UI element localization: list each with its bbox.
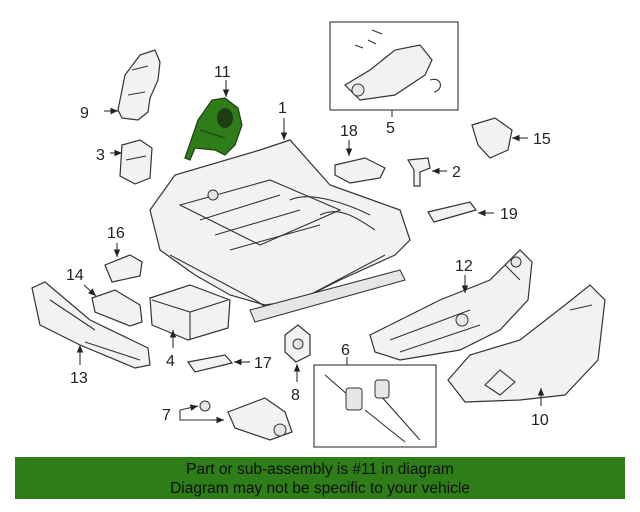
part-3-bracket[interactable] xyxy=(119,139,153,185)
callout-10: 10 xyxy=(531,412,549,429)
callout-16: 16 xyxy=(107,225,125,242)
callout-17: 17 xyxy=(254,355,272,372)
callout-4: 4 xyxy=(166,353,175,370)
banner-line-2: Diagram may not be specific to your vehi… xyxy=(170,480,470,497)
banner-line-1: Part or sub-assembly is #11 in diagram xyxy=(186,461,454,478)
part-9-cover[interactable] xyxy=(117,49,161,121)
part-11-highlighted[interactable] xyxy=(184,97,243,161)
callout-6: 6 xyxy=(341,342,350,359)
callout-5: 5 xyxy=(386,120,395,137)
callout-15: 15 xyxy=(533,131,551,148)
part-4-module[interactable] xyxy=(149,284,231,341)
callout-7: 7 xyxy=(162,407,171,424)
part-1-seat-frame[interactable] xyxy=(149,139,411,323)
part-18-trim[interactable] xyxy=(334,157,386,184)
callout-19: 19 xyxy=(500,206,518,223)
part-13-side-shield[interactable] xyxy=(31,281,151,369)
part-12-side-frame[interactable] xyxy=(369,249,533,361)
callout-9: 9 xyxy=(80,105,89,122)
highlight-banner: Part or sub-assembly is #11 in diagram D… xyxy=(15,457,625,499)
part-16-trim[interactable] xyxy=(104,254,143,283)
callout-8: 8 xyxy=(291,387,300,404)
part-14-panel[interactable] xyxy=(91,289,143,327)
callout-14: 14 xyxy=(66,267,84,284)
part-8-motor[interactable] xyxy=(284,324,311,363)
callout-11: 11 xyxy=(214,64,231,81)
part-2-clip[interactable] xyxy=(406,157,431,187)
callout-1: 1 xyxy=(278,100,287,117)
part-7-motor[interactable] xyxy=(199,397,293,441)
part-6-cable-kit[interactable] xyxy=(313,364,437,448)
part-15-switch[interactable] xyxy=(471,117,513,159)
part-19-cover[interactable] xyxy=(427,201,478,223)
part-5-motor-kit[interactable] xyxy=(329,21,459,111)
part-10-cover[interactable] xyxy=(447,284,606,403)
callout-12: 12 xyxy=(455,258,473,275)
part-17-trim[interactable] xyxy=(186,354,234,373)
callout-13: 13 xyxy=(70,370,88,387)
parts-diagram: 9 3 11 1 5 18 xyxy=(31,21,606,448)
callout-2: 2 xyxy=(452,164,461,181)
callout-3: 3 xyxy=(96,147,105,164)
callout-18: 18 xyxy=(340,123,358,140)
